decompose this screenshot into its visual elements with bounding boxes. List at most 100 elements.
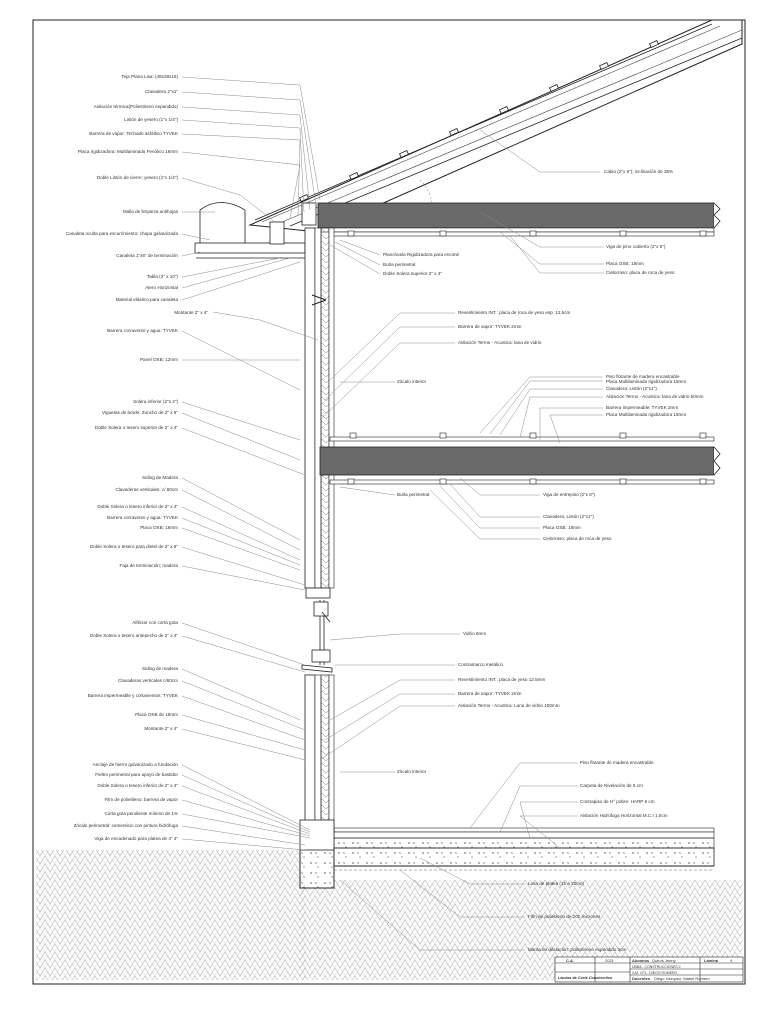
- label-wind-barrier-upper: Barrera corravento y agua: TYVEK: [107, 328, 179, 333]
- label-metal-subframe: Contramarco metálico: [458, 662, 503, 667]
- label-acoustic-insulation-lower: Aislación Termo - Acustica: Lana de vidr…: [458, 703, 560, 708]
- label-lintel-plate: Doble Solera o tesero para dintel de 2" …: [90, 544, 178, 549]
- label-gypsum-ceiling-upper: Cielorraso: placa de roca de yeso: [606, 270, 675, 275]
- roof-assembly: [248, 19, 743, 233]
- label-floor-moisture-barrier: Barrera impermeable: TYVEK 2mm: [606, 405, 678, 410]
- label-interior-cladding-upper: Revestimiento INT.: placa de roca de yes…: [458, 310, 571, 315]
- label-stud-upper: Montante 2" x 4": [174, 310, 208, 315]
- gutter-eave: [194, 202, 317, 259]
- label-floating-floor-lower: Piso flotante de madera encastrable: [580, 760, 654, 765]
- label-double-bottom-plate-upper: Doble Solera o tesero inferior de 2" x 4…: [97, 504, 178, 509]
- label-batten: Clavadera 2"x1": [145, 89, 178, 94]
- intermediate-floor: [319, 432, 721, 485]
- title-cat-row: CAT. N°3 - DIEGO ROMERO: [632, 971, 678, 975]
- label-leaf-mesh: Malla de limpieza antihojas: [123, 209, 179, 214]
- label-polyethylene-200: Film de polietileno de 200 micrones: [528, 914, 601, 919]
- label-floor-joist: Viga de entrepiso (2"x 6"): [543, 492, 595, 497]
- title-code-row: UBBA - CONSTRUCCIONES 2: [632, 965, 681, 969]
- label-plaster-lath: Listón de yesero (1"x 1/4"): [124, 117, 178, 122]
- label-multilaminate-floor: Placa Multilaminada rigidizadora 18mm: [606, 379, 686, 384]
- wall-lower: [304, 674, 335, 836]
- label-leveling-screed: Carpeta de Nivelación de 5 cm: [580, 783, 643, 788]
- label-horizontal-waterproofing: Aislación Hidrófuga Horizontal M.C.I 1.5…: [580, 813, 668, 818]
- label-gutter-sealant: Material elástico para canaleta: [116, 297, 179, 302]
- label-slab: Losa de platea (15 a 20cm): [528, 881, 584, 886]
- label-interior-cladding-lower: Revestimiento INT.: placa de yeso 12.5mm: [458, 677, 545, 682]
- label-stud-lower: Montante 2" x 4": [144, 726, 178, 731]
- label-concrete-subfloor: Contrapiso de H° pobre: HARP 6 cm: [580, 799, 655, 804]
- label-hidden-gutter: Canaleta oculta para escurrimiento; chap…: [66, 231, 179, 236]
- label-stiffening-strap: Planchuela Rigidizadora para encimé: [383, 252, 460, 257]
- label-interior-skirting-upper: Zócalo interior: [397, 379, 427, 384]
- label-osb-ceiling: Placa OSB: 18mm: [606, 261, 644, 266]
- sheet-border: [32, 19, 746, 985]
- leaders-right: [319, 129, 604, 951]
- label-stiffening-board: Placa rigidizadora: Multilaminado Fenóli…: [78, 149, 178, 154]
- title-main: Lámina de Corte Constructivo: [558, 976, 613, 980]
- label-foundation-anchor: Anclaje de hierro galvanizado a fundació…: [93, 762, 179, 767]
- label-trim-strip: Faja de terminación; madera: [120, 563, 179, 568]
- leaders-left: [181, 76, 321, 851]
- label-wind-barrier-lower: Barrera impermeable y cortavientos: TYVE…: [88, 693, 179, 698]
- ceiling-slab: [317, 202, 721, 237]
- label-perimeter-plinth: Zócalo perimetral: cementicio con pintur…: [74, 823, 179, 828]
- label-double-top-plate-right: Doble Solera superior 2" x 4": [383, 271, 442, 276]
- label-gutter-trim: Canaleta 1"x8" de terminación: [116, 253, 178, 258]
- ground-soil: [36, 850, 742, 980]
- label-expansion-blanket: Manta de dilatación: poliestireno expand…: [528, 947, 626, 952]
- label-osb-panel: Panel OSB: 12mm: [140, 357, 178, 362]
- label-wood-siding-lower: Siding de madera: [142, 666, 178, 671]
- label-ceiling-batten: Clavadera; Listón (2"x1"): [543, 514, 594, 519]
- title-year: 2021: [605, 958, 615, 963]
- title-block-text: C.A. 2021 Alumnos Quirós Jenny Lámina 4 …: [558, 958, 733, 981]
- label-drip-edge: Corta gota pendiente mínimo de 1%: [104, 811, 178, 816]
- label-floating-floor-upper: Piso flotante de madera encastrable: [606, 374, 680, 379]
- title-block: [554, 956, 744, 983]
- title-sheet-tag: C.A.: [566, 958, 574, 963]
- label-ring-beam: Viga de encadenado para platea de 4" 4": [94, 836, 178, 841]
- label-glass: Vidrio 6mm: [463, 631, 486, 636]
- label-double-bottom-plate-lower: Doble Solera o tesero inferior de 2" x 4…: [97, 783, 178, 788]
- label-roof-tile: Teja Plana Lisa: (48x28x16): [121, 74, 178, 79]
- title-teachers: Diego Vázquez, Mabel Romero: [654, 976, 710, 981]
- ground-slab: [299, 819, 715, 889]
- label-window-sill: Alféizar con corta gota: [132, 620, 178, 625]
- label-vapor-barrier-lower: Barrera de vapor: TYVEK 2mm: [458, 691, 522, 696]
- label-acoustic-insulation-upper: Aislación Termo - Acustica: lana de vidr…: [458, 340, 542, 345]
- label-eave: Alero Horizontal: [145, 285, 178, 290]
- label-gypsum-ceiling-lower: Cielorraso: placa de roca de yeso: [543, 536, 612, 541]
- label-polyethylene-film: Film de polietileno: barrera de vapor: [104, 797, 178, 802]
- label-wind-barrier-mid: Barrera corravento y agua: TYVEK: [107, 515, 179, 520]
- label-rafter: Cabio (2"x 6"); inclinación de 35%: [604, 169, 673, 174]
- label-osb-18-upper: Placa OSB: 18mm: [140, 525, 178, 530]
- title-sheet-label: Lámina: [704, 958, 719, 963]
- title-header-students: Alumnos: [632, 958, 650, 963]
- label-perimeter-trim-upper: Burla perimetral: [383, 262, 415, 267]
- label-interior-skirting-lower: Zócalo interior: [397, 769, 427, 774]
- title-sheet-number: 4: [730, 958, 733, 963]
- label-board: Tabla (2" x 10"): [147, 274, 179, 279]
- label-vapor-barrier-upper: Barrera de vapor: TYVEK 2mm: [458, 324, 522, 329]
- label-bottom-plate: Solera inferior (2"x 4"): [133, 399, 178, 404]
- title-header-teachers: Docentes: [632, 976, 651, 981]
- label-roof-insulation: Aislación térmica(Poliestireno expandido…: [94, 104, 179, 109]
- labels-left: Teja Plana Lisa: (48x28x16) Clavadera 2"…: [66, 74, 208, 841]
- label-perimeter-trim-mid: Burla perimetral: [397, 492, 429, 497]
- label-sill-plate: Doble Solera o tesero antepecho de 2" x …: [90, 633, 178, 638]
- label-ceiling-joist: Viga de pino cubierto (2"x 6"): [606, 244, 666, 249]
- label-sill-gasket: Fieltro perimetral para apoyo de bastido…: [95, 772, 178, 777]
- labels-right: Cabio (2"x 6"); inclinación de 35% Planc…: [383, 169, 704, 952]
- label-vertical-battens-lower: Clavaderas verticales c/60cm: [118, 678, 178, 683]
- title-students: Quirós Jenny: [652, 958, 676, 963]
- label-floor-subboard: Placa Multilaminada rigidizadora 18mm: [606, 412, 686, 417]
- label-vertical-battens-upper: Clavaderas verticales; c/ 60cm: [115, 487, 178, 492]
- label-osb-lower-ceiling: Placa OSB: 18mm: [543, 525, 581, 530]
- label-wood-siding-upper: Siding de Madera: [142, 475, 178, 480]
- label-vapor-barrier-roof: Barrera de vapor: Techado asfáltico TYVE…: [89, 131, 179, 136]
- window-opening: [301, 587, 333, 673]
- label-rim-joist: Viguetas de borde: Zuncho de 2" x 6": [102, 410, 178, 415]
- label-floor-batten: Clavadera; Listón (2"x1"): [606, 386, 657, 391]
- label-osb-18-lower: Placa OSB de 18mm: [135, 712, 178, 717]
- label-double-top-plate: Doble Solera o tesero superior de 2" x 4…: [95, 425, 179, 430]
